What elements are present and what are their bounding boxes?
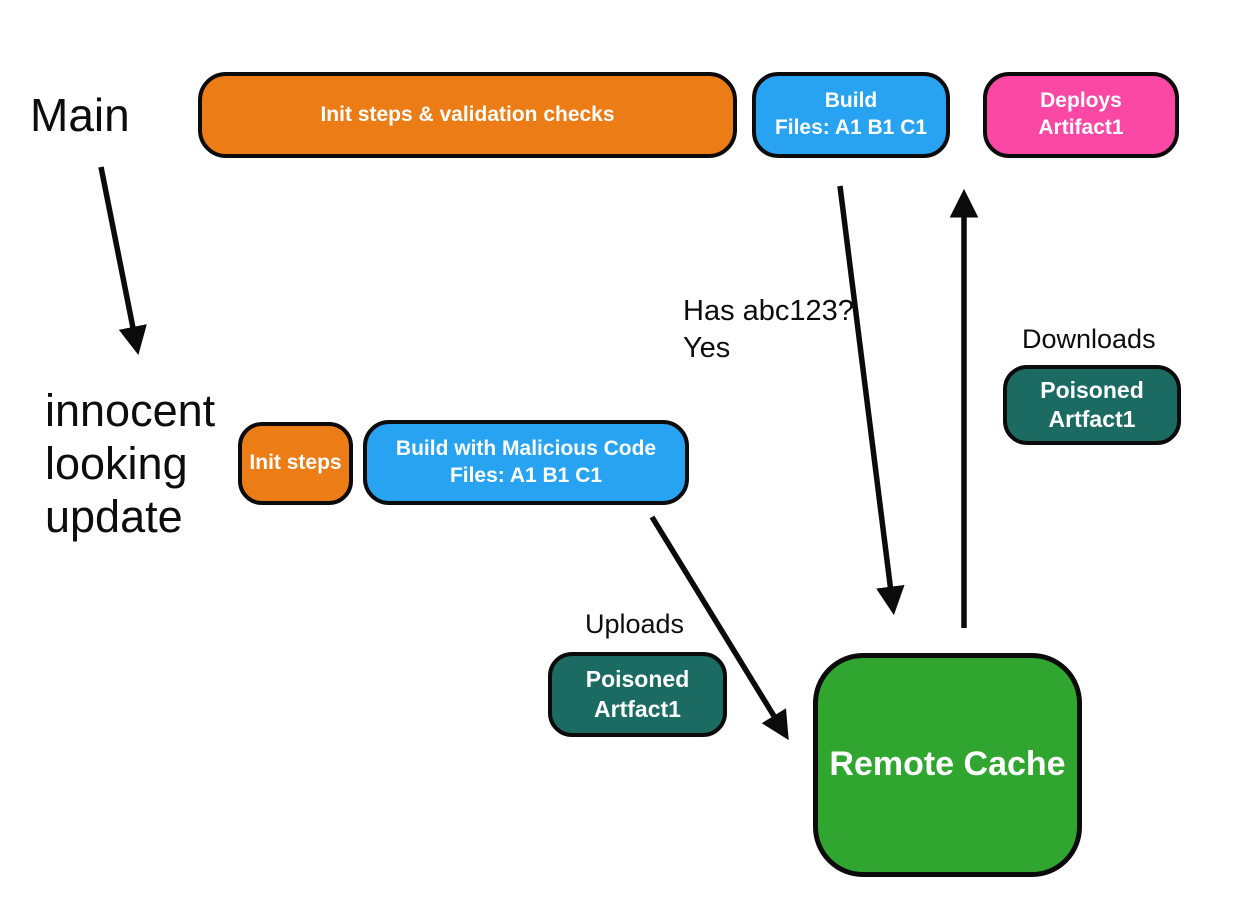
remote-cache-node: Remote Cache — [813, 653, 1082, 877]
init-steps-label: Init steps — [249, 451, 342, 475]
malicious-build-label-line2: Files: A1 B1 C1 — [449, 463, 603, 487]
init-validation-label: Init steps & validation checks — [320, 102, 615, 126]
uploads-annotation: Uploads — [585, 609, 685, 639]
deploy-label-line1: Deploys — [1040, 89, 1122, 113]
cache-query-line1: Has abc123? — [683, 295, 854, 327]
cache-query-annotation: Has abc123? Yes — [683, 293, 854, 367]
malicious-build-node: Build with Malicious Code Files: A1 B1 C… — [363, 420, 689, 505]
update-branch-label: innocent looking update — [45, 384, 215, 543]
poisoned-artifact-upload-node: Poisoned Artfact1 — [548, 652, 727, 737]
downloads-annotation: Downloads — [1022, 324, 1156, 354]
init-validation-node: Init steps & validation checks — [198, 72, 737, 158]
update-branch-label-line1: innocent — [45, 385, 216, 436]
poisoned-download-line2: Artfact1 — [1048, 406, 1136, 432]
poisoned-download-line1: Poisoned — [1040, 376, 1144, 403]
build-node: Build Files: A1 B1 C1 — [752, 72, 950, 158]
poisoned-upload-line2: Artfact1 — [594, 695, 681, 722]
arrow-main-to-update-branch — [98, 166, 147, 356]
main-branch-label: Main — [30, 89, 130, 141]
cache-query-line2: Yes — [683, 332, 731, 364]
poisoned-artifact-download-node: Poisoned Artfact1 — [1003, 365, 1181, 445]
remote-cache-label: Remote Cache — [829, 745, 1066, 784]
poisoned-upload-line1: Poisoned — [585, 666, 690, 693]
malicious-build-label-line1: Build with Malicious Code — [395, 436, 657, 460]
arrow-build-to-remote-cache — [837, 185, 905, 616]
build-label-line1: Build — [824, 89, 878, 113]
deploy-node: Deploys Artifact1 — [983, 72, 1179, 158]
init-steps-node: Init steps — [238, 422, 353, 505]
build-label-line2: Files: A1 B1 C1 — [774, 116, 928, 139]
update-branch-label-line2: looking — [45, 438, 188, 489]
deploy-label-line2: Artifact1 — [1038, 116, 1124, 139]
update-branch-label-line3: update — [45, 491, 183, 542]
